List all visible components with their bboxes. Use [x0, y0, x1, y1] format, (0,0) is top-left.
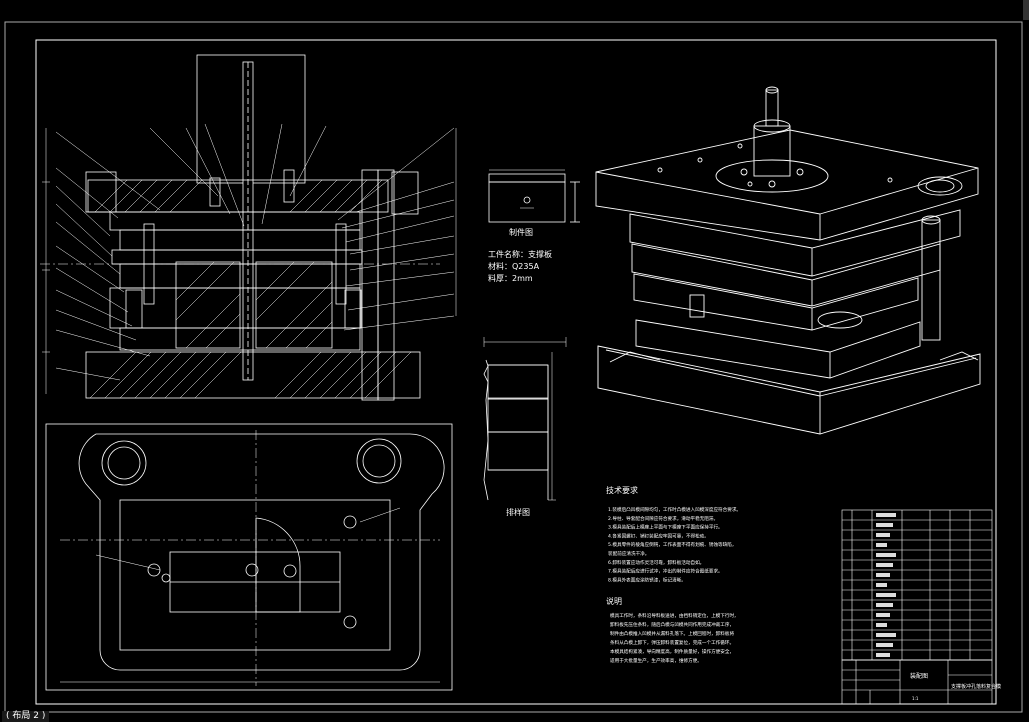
notes-list: 模具工作时，条料沿导料板送进，由挡料销定位，上模下行时， 卸料板先压住条料，随后凸…: [610, 612, 739, 664]
tech-requirements-title: 技术要求: [606, 485, 638, 495]
strip-layout-drawing: [483, 337, 567, 501]
part-drawing: [488, 169, 580, 223]
drawing-frame: [35, 39, 997, 705]
tech-requirement-line: 1.装模后凸凹模间隙均匀，工作时凸模进入凹模深度应符合要求。: [608, 506, 741, 513]
layout-tab-indicator[interactable]: ( 布局 2 ): [2, 711, 50, 722]
part-caption: 制件图: [509, 227, 533, 237]
parts-list-cell-text: [876, 583, 887, 587]
sheet-outer-border: [4, 21, 1023, 713]
notes-line: 适用于大批量生产，生产效率高，维修方便。: [610, 657, 702, 664]
tech-requirements-list: 1.装模后凸凹模间隙均匀，工作时凸模进入凹模深度应符合要求。 2.导柱、导套配合间…: [608, 506, 741, 583]
parts-list-cell-text: [876, 603, 893, 607]
parts-list-cell-text: [876, 553, 896, 557]
notes-title: 说明: [606, 596, 622, 606]
part-thickness: 料厚：2mm: [488, 273, 533, 283]
parts-list-cell-text: [876, 533, 890, 537]
parts-list-cell-text: [876, 643, 893, 647]
title-block: [841, 659, 993, 705]
title-block-school: 装配图: [910, 672, 928, 680]
parts-list-cell-text: [876, 623, 887, 627]
title-block-drawing-name: 支撑板冲孔落料复合模: [951, 683, 1001, 690]
section-view: [40, 54, 457, 401]
parts-list-cell-text: [876, 633, 896, 637]
notes-line: 模具工作时，条料沿导料板送进，由挡料销定位，上模下行时，: [610, 612, 739, 619]
tech-requirement-line: 6.卸料装置应动作灵活可靠，卸料板活动自如。: [608, 559, 704, 566]
parts-list-cell-text: [876, 593, 896, 597]
tech-requirement-line: 2.导柱、导套配合间隙应符合要求，滑动平稳无阻滞。: [608, 515, 718, 522]
parts-list-table: [841, 509, 993, 661]
parts-list-cell-text: [876, 513, 896, 517]
notes-line: 本模具结构紧凑，导向精度高，制件质量好，操作方便安全，: [610, 648, 734, 655]
parts-list-rows: [842, 513, 992, 661]
notes-line: 条料从凸模上卸下，弹压卸料装置复位，完成一个工作循环。: [610, 639, 734, 646]
part-name: 工件名称：支撑板: [488, 249, 552, 259]
parts-list-cell-text: [876, 523, 893, 527]
parts-list-cell-text: [876, 573, 890, 577]
tech-requirement-line: 3.模具装配后上模座上平面与下模座下平面应保持平行。: [608, 524, 723, 531]
tech-requirement-line: 装配前应清洗干净。: [608, 550, 649, 557]
part-material: 材料：Q235A: [488, 261, 540, 271]
title-block-scale: 1:1: [912, 696, 919, 701]
notes-line: 卸料板先压住条料，随后凸模与凹模共同作用完成冲裁工序，: [610, 621, 734, 628]
tech-requirement-line: 4.各紧固螺钉、销钉装配应牢固可靠，不得松动。: [608, 532, 709, 539]
tech-requirement-line: 8.模具外表面应涂防锈漆，标记清晰。: [608, 576, 686, 583]
tech-requirement-line: 5.模具零件的棱角应倒钝，工作表面不得有划痕、锈蚀等缺陷，: [608, 541, 736, 548]
isometric-view: [595, 86, 981, 435]
tech-requirement-line: 7.模具装配后应进行试冲，冲出的制件应符合图纸要求。: [608, 568, 723, 575]
layout-caption: 排样图: [506, 507, 530, 517]
plan-view: [45, 423, 453, 691]
parts-list-cell-text: [876, 563, 893, 567]
notes-line: 制件由凸模推入凹模并从漏料孔落下。上模回程时，卸料板将: [610, 630, 734, 637]
parts-list-cell-text: [876, 653, 890, 657]
parts-list-cell-text: [876, 543, 887, 547]
parts-list-cell-text: [876, 613, 890, 617]
scrollbar-thumb[interactable]: [1023, 0, 1029, 20]
